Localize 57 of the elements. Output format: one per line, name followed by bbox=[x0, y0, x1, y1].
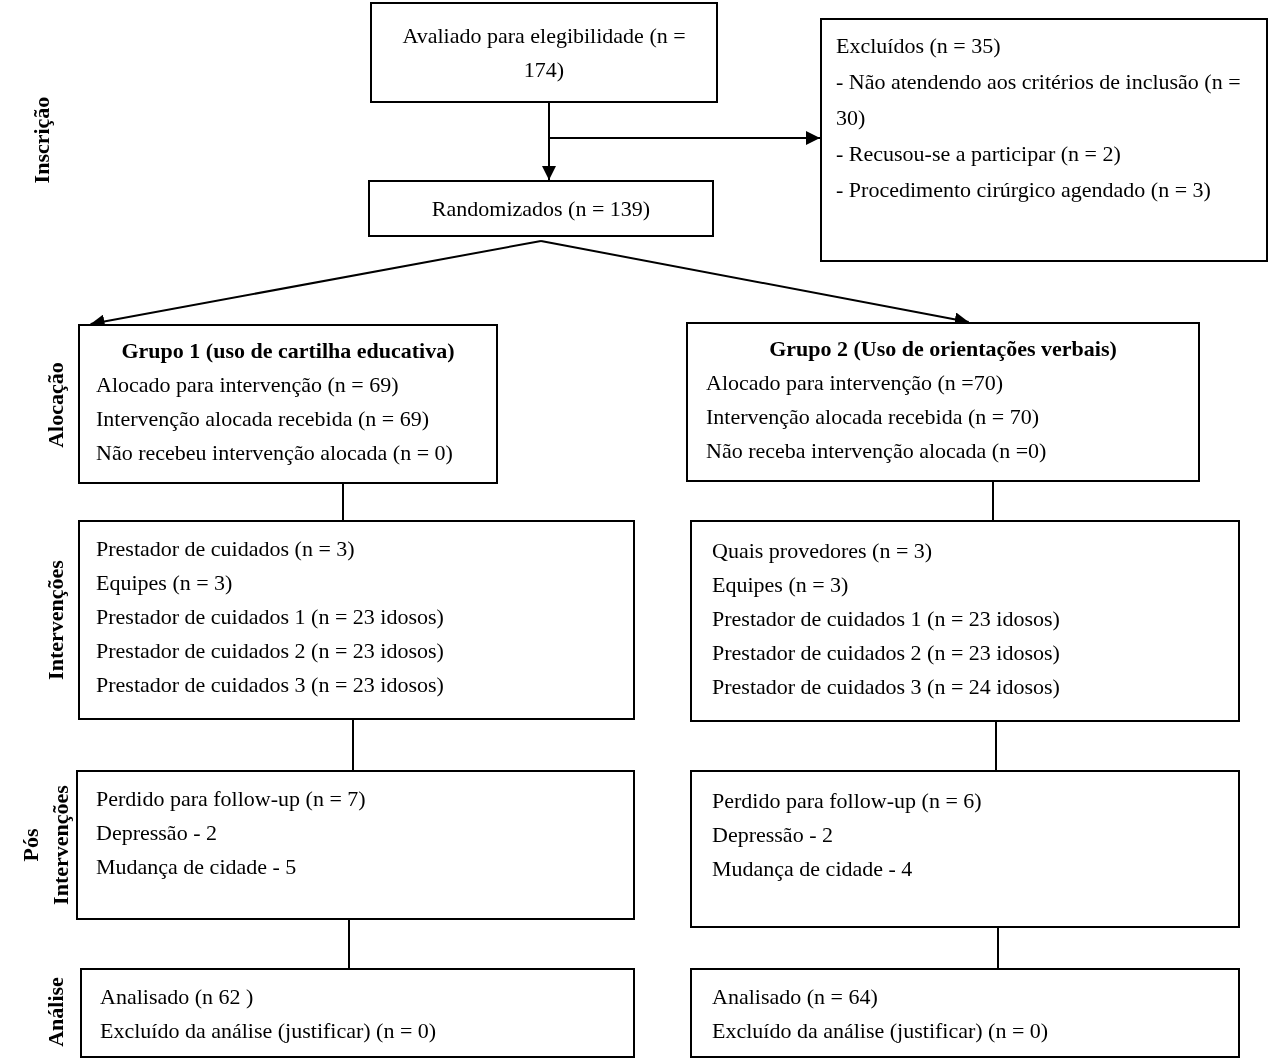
process-box bbox=[80, 968, 635, 1058]
process-box bbox=[368, 180, 714, 237]
box-text: Não receba intervenção alocada (n =0) bbox=[706, 437, 1048, 465]
box-text: Depressão - 2 bbox=[96, 819, 218, 847]
process-box bbox=[690, 520, 1240, 722]
box-text: Prestador de cuidados 1 (n = 23 idosos) bbox=[96, 603, 445, 631]
phase-label: Alocação bbox=[42, 361, 69, 450]
process-box bbox=[78, 520, 635, 720]
group-heading: Grupo 1 (uso de cartilha educativa) bbox=[120, 337, 456, 365]
box-text: Excluído da análise (justificar) (n = 0) bbox=[712, 1017, 1050, 1045]
box-text: Excluído da análise (justificar) (n = 0) bbox=[100, 1017, 438, 1045]
box-text: Perdido para follow-up (n = 6) bbox=[712, 787, 983, 815]
box-text: Intervenção alocada recebida (n = 69) bbox=[96, 405, 431, 433]
connector-line bbox=[997, 927, 999, 969]
process-box bbox=[76, 770, 635, 920]
process-box bbox=[690, 968, 1240, 1058]
box-text: Equipes (n = 3) bbox=[96, 569, 234, 597]
box-text: Analisado (n = 64) bbox=[712, 983, 879, 1011]
box-text: Mudança de cidade - 4 bbox=[712, 855, 914, 883]
box-text: Depressão - 2 bbox=[712, 821, 834, 849]
process-box bbox=[820, 18, 1268, 262]
phase-label: Pós Intervenções bbox=[17, 784, 74, 907]
box-text: Prestador de cuidados 3 (n = 23 idosos) bbox=[96, 671, 445, 699]
box-text: Prestador de cuidados 1 (n = 23 idosos) bbox=[712, 605, 1061, 633]
arrow bbox=[548, 102, 821, 145]
connector-line bbox=[342, 483, 344, 521]
connector-line bbox=[348, 919, 350, 969]
phase-label: Inscrição bbox=[28, 95, 55, 186]
process-box bbox=[370, 2, 718, 103]
box-text: Excluídos (n = 35) bbox=[836, 32, 1002, 60]
box-text: Prestador de cuidados (n = 3) bbox=[96, 535, 356, 563]
box-text: Alocado para intervenção (n = 69) bbox=[96, 371, 400, 399]
box-text: Randomizados (n = 139) bbox=[430, 194, 652, 223]
box-text: Quais provedores (n = 3) bbox=[712, 537, 934, 565]
connector-line bbox=[995, 721, 997, 771]
box-text: Perdido para follow-up (n = 7) bbox=[96, 785, 367, 813]
box-text: - Recusou-se a participar (n = 2) bbox=[836, 140, 1122, 168]
phase-label: Intervenções bbox=[42, 559, 69, 682]
phase-label: Análise bbox=[42, 976, 69, 1049]
box-text: Alocado para intervenção (n =70) bbox=[706, 369, 1005, 397]
box-text: Mudança de cidade - 5 bbox=[96, 853, 298, 881]
box-text: Avaliado para elegibilidade (n = 174) bbox=[401, 21, 687, 84]
box-text: - Procedimento cirúrgico agendado (n = 3) bbox=[836, 176, 1212, 204]
process-box bbox=[686, 322, 1200, 482]
process-box bbox=[78, 324, 498, 484]
connector-line bbox=[992, 481, 994, 521]
connector-line bbox=[352, 719, 354, 771]
box-text: Prestador de cuidados 3 (n = 24 idosos) bbox=[712, 673, 1061, 701]
box-text: Analisado (n 62 ) bbox=[100, 983, 255, 1011]
box-text: Equipes (n = 3) bbox=[712, 571, 850, 599]
box-text: Prestador de cuidados 2 (n = 23 idosos) bbox=[96, 637, 445, 665]
box-text: Intervenção alocada recebida (n = 70) bbox=[706, 403, 1041, 431]
box-text: Não recebeu intervenção alocada (n = 0) bbox=[96, 439, 454, 467]
group-heading: Grupo 2 (Uso de orientações verbais) bbox=[768, 335, 1118, 363]
box-text: Prestador de cuidados 2 (n = 23 idosos) bbox=[712, 639, 1061, 667]
process-box bbox=[690, 770, 1240, 928]
box-text: - Não atendendo aos critérios de inclusão (n = 30) bbox=[836, 68, 1242, 132]
